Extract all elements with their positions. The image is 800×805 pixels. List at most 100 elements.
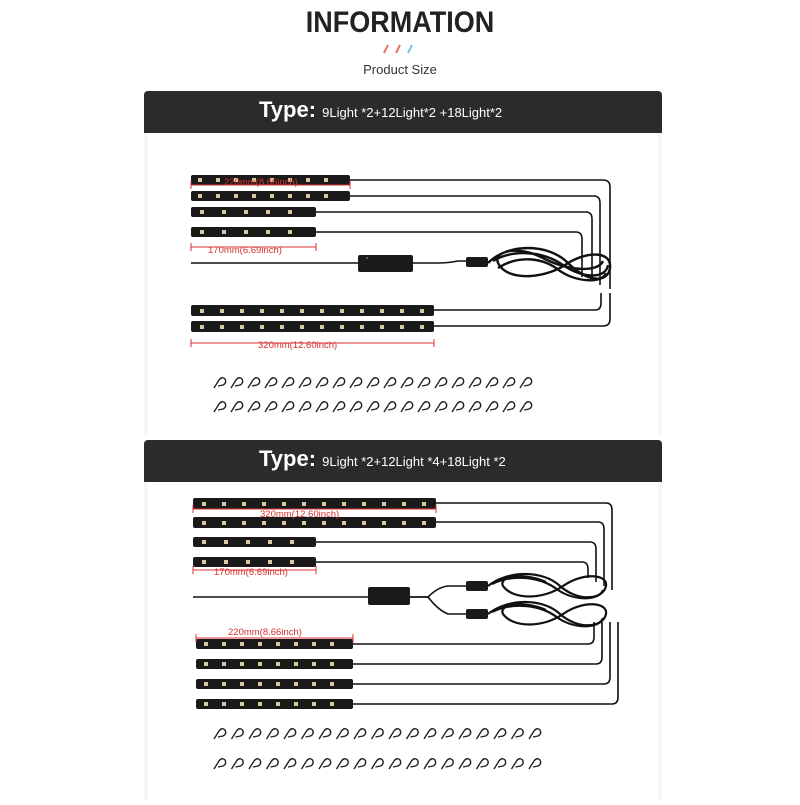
- cable-clip: [423, 758, 437, 770]
- controller-box: [358, 255, 413, 272]
- page-title: INFORMATION: [305, 6, 495, 39]
- cable-clip: [300, 758, 314, 770]
- cable-clip: [265, 728, 279, 740]
- cable-clip: [281, 377, 295, 389]
- led-strip: [196, 639, 353, 649]
- type-heading: Type: 9Light *2+12Light*2 +18Light*2: [259, 97, 502, 123]
- cable-clip: [475, 758, 489, 770]
- title-accent-marks: [383, 44, 413, 54]
- cable-clip: [510, 758, 524, 770]
- cable-clip: [493, 728, 507, 740]
- cable-clip: [458, 758, 472, 770]
- page-subtitle: Product Size: [363, 62, 437, 77]
- cable-clip: [493, 758, 507, 770]
- cable-clip: [440, 728, 454, 740]
- led-strip: [196, 659, 353, 669]
- led-dots: [198, 178, 424, 329]
- cable-clip: [315, 377, 329, 389]
- cable-clip: [440, 758, 454, 770]
- cable-clip: [423, 728, 437, 740]
- type-label: Type:: [259, 446, 317, 471]
- usb-plug: [466, 257, 488, 267]
- cable-clip: [248, 758, 262, 770]
- panel-body: 220mm(8.66inch) 170mm(6.69inch) 320mm(12…: [148, 133, 658, 436]
- led-strip: [191, 321, 434, 332]
- panel-header: Type: 9Light *2+12Light*2 +18Light*2: [144, 91, 662, 133]
- type-label: Type:: [259, 97, 317, 122]
- cable-clip: [485, 401, 499, 413]
- product-panel-1: Type: 9Light *2+12Light*2 +18Light*2: [144, 91, 662, 436]
- panel-header: Type: 9Light *2+12Light *4+18Light *2: [144, 440, 662, 482]
- led-strips: [193, 498, 436, 709]
- cable-clip: [335, 758, 349, 770]
- cable-clip: [230, 758, 244, 770]
- usb-plug: [466, 609, 488, 619]
- cable-clip: [264, 401, 278, 413]
- cable-clip: [281, 401, 295, 413]
- cable-clip: [383, 377, 397, 389]
- cable-clip: [283, 758, 297, 770]
- type-heading: Type: 9Light *2+12Light *4+18Light *2: [259, 446, 506, 472]
- led-strip: [193, 537, 316, 547]
- cable-group: [193, 502, 619, 705]
- type-value: 9Light *2+12Light*2 +18Light*2: [322, 105, 503, 120]
- cable-clip: [405, 758, 419, 770]
- coiled-cable: [487, 246, 612, 282]
- cable-clip: [283, 728, 297, 740]
- cable-clip: [230, 728, 244, 740]
- usb-plug: [466, 581, 488, 591]
- cable-clip: [247, 377, 261, 389]
- cable-clip: [230, 377, 244, 389]
- cable-clip: [298, 401, 312, 413]
- led-dots: [202, 502, 426, 706]
- cable-clip: [519, 377, 533, 389]
- cable-clip: [332, 401, 346, 413]
- type-value: 9Light *2+12Light *4+18Light *2: [322, 454, 506, 469]
- cable-clip: [434, 377, 448, 389]
- led-strip: [193, 498, 436, 509]
- cable-clip: [528, 758, 542, 770]
- cable-clip: [528, 728, 542, 740]
- cable-clip: [383, 401, 397, 413]
- dimension-label-medium: 220mm(8.66inch): [228, 627, 302, 638]
- cable-clip: [366, 401, 380, 413]
- cable-clip: [417, 377, 431, 389]
- cable-clip: [458, 728, 472, 740]
- cable-clip: [451, 377, 465, 389]
- dimension-label-short: 170mm(6.69inch): [208, 245, 282, 256]
- cable-clip: [451, 401, 465, 413]
- led-strip: [196, 699, 353, 709]
- cable-clip: [332, 377, 346, 389]
- cable-clip: [353, 758, 367, 770]
- dimension-label-medium: 220mm(8.66inch): [224, 177, 298, 188]
- product-diagram: 220mm(8.66inch) 170mm(6.69inch) 320mm(12…: [190, 175, 612, 413]
- cable-clips: [213, 377, 533, 413]
- cable-clip: [405, 728, 419, 740]
- led-strip: [191, 207, 316, 217]
- cable-clip: [485, 377, 499, 389]
- dimension-lines: [190, 181, 435, 347]
- cable-clip: [475, 728, 489, 740]
- dimension-label-long: 320mm(12.60inch): [260, 509, 339, 520]
- cable-clip: [213, 377, 227, 389]
- cable-clip: [468, 401, 482, 413]
- panel-body: 320mm(12.60inch) 170mm(6.69inch) 220mm(8…: [148, 482, 658, 800]
- product-diagram: 320mm(12.60inch) 170mm(6.69inch) 220mm(8…: [192, 498, 619, 770]
- cable-clips: [213, 728, 542, 770]
- cable-clip: [213, 728, 227, 740]
- cable-clip: [298, 377, 312, 389]
- cable-clip: [370, 728, 384, 740]
- controller-box: [368, 587, 410, 605]
- cable-clip: [315, 401, 329, 413]
- dimension-lines: [192, 505, 437, 642]
- cable-clip: [264, 377, 278, 389]
- led-strip: [191, 305, 434, 316]
- cable-clip: [519, 401, 533, 413]
- cable-clip: [300, 728, 314, 740]
- cable-clip: [434, 401, 448, 413]
- cable-clip: [230, 401, 244, 413]
- cable-group: [191, 179, 611, 327]
- cable-clip: [400, 401, 414, 413]
- cable-clip: [335, 728, 349, 740]
- dimension-label-short: 170mm(6.69inch): [214, 567, 288, 578]
